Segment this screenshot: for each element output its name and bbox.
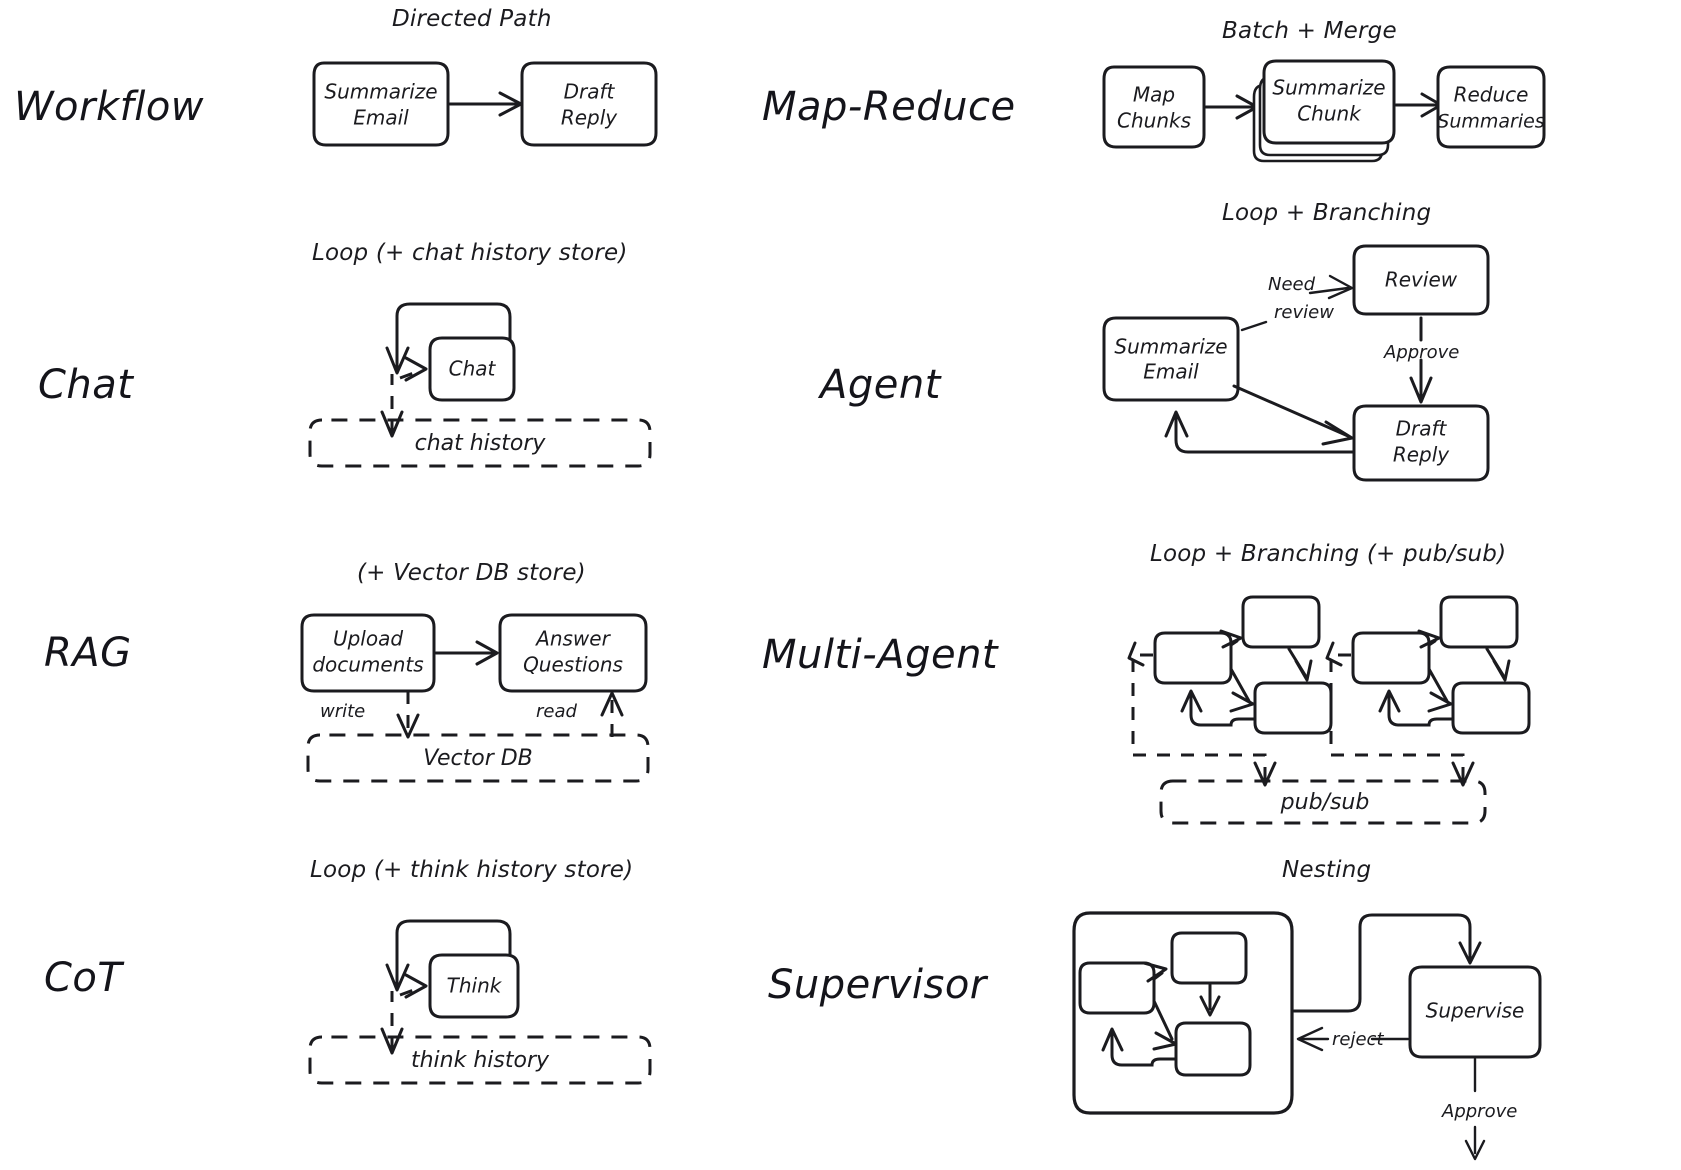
row-label-cot: CoT <box>44 955 123 1001</box>
agent-cluster-1 <box>1127 595 1333 787</box>
edge-label-reject: reject <box>1332 1029 1384 1050</box>
node-label-chat: Chat <box>449 357 497 381</box>
node-summarize-email: Summarize Email Summarize Email <box>312 61 450 147</box>
panel-agent: Review Summarize Email Draft Reply Need … <box>1098 240 1518 490</box>
caption-multi-agent: Loop + Branching (+ pub/sub) <box>1150 541 1507 567</box>
node-supervise: Supervise <box>1408 965 1542 1059</box>
caption-nesting: Nesting <box>1282 857 1372 883</box>
node-answer-questions: Answer Questions <box>498 613 648 693</box>
store-label-pub-sub: pub/sub <box>1280 790 1370 815</box>
edge-map-to-summarize <box>1204 94 1259 120</box>
panel-workflow: Summarize Email Summarize Email Draft Re… <box>300 55 680 165</box>
row-label-workflow: Workflow <box>14 84 205 130</box>
edge-chat-history-bidirectional <box>380 356 428 438</box>
edge-label-approve-supervisor: Approve <box>1441 1101 1517 1122</box>
edge-read-from-vector-db: read <box>536 691 624 737</box>
caption-chat-loop: Loop (+ chat history store) <box>312 240 628 266</box>
svg-text:Email: Email <box>1143 360 1199 384</box>
row-label-supervisor: Supervisor <box>768 962 987 1008</box>
edge-summarize-to-draft <box>1232 384 1354 446</box>
edge-upload-to-answer <box>434 640 499 666</box>
row-label-chat: Chat <box>38 362 134 408</box>
edge-label-read: read <box>536 701 578 722</box>
caption-batch-merge: Batch + Merge <box>1222 18 1397 44</box>
node-reduce-summaries: Reduce Summaries <box>1436 65 1546 149</box>
edge-label-need-review: Need <box>1268 274 1316 295</box>
caption-cot-loop: Loop (+ think history store) <box>310 857 634 883</box>
svg-text:Chunks: Chunks <box>1117 109 1191 133</box>
node-review: Review <box>1352 244 1490 316</box>
edge-review-to-draft: Approve <box>1383 316 1459 404</box>
panel-supervisor: Supervise reject Approve <box>1060 905 1550 1170</box>
panel-cot: Think think history <box>300 895 670 1095</box>
svg-text:Reply: Reply <box>1393 443 1450 467</box>
svg-text:Answer: Answer <box>534 627 611 651</box>
edge-write-to-vector-db: write <box>320 691 420 739</box>
svg-text:Draft: Draft <box>564 80 616 104</box>
edge-group-to-supervise <box>1292 913 1482 1013</box>
svg-text:Summarize: Summarize <box>1272 76 1385 100</box>
svg-text:Upload: Upload <box>333 627 403 651</box>
svg-text:Map: Map <box>1133 83 1175 107</box>
svg-text:Questions: Questions <box>523 653 623 677</box>
caption-vector-db-store: (+ Vector DB store) <box>357 560 586 586</box>
node-label-supervise: Supervise <box>1426 999 1525 1023</box>
node-think: Think <box>428 953 520 1019</box>
edge-supervise-approve: Approve <box>1441 1057 1517 1161</box>
row-label-agent: Agent <box>820 362 941 408</box>
edge-supervise-reject: reject <box>1296 1026 1410 1052</box>
store-label-think-history: think history <box>411 1048 550 1073</box>
node-upload-documents: Upload documents <box>300 613 436 693</box>
node-label-think: Think <box>447 974 503 998</box>
node-map-chunks: Map Chunks <box>1102 65 1206 149</box>
panel-multi-agent: pub/sub <box>1125 585 1531 825</box>
panel-map-reduce: Map Chunks Summarize Chunk Reduce <box>1098 55 1548 165</box>
store-think-history: think history <box>308 1035 652 1085</box>
store-pub-sub: pub/sub <box>1159 779 1487 825</box>
edge-draft-back-to-summarize <box>1164 410 1356 454</box>
svg-text:Chunk: Chunk <box>1297 102 1362 126</box>
caption-agent-loop-branching: Loop + Branching <box>1222 200 1432 226</box>
row-label-map-reduce: Map-Reduce <box>762 84 1016 130</box>
panel-rag: Upload documents Answer Questions write <box>300 605 670 795</box>
row-label-rag: RAG <box>44 630 132 676</box>
node-summarize-chunk-stack: Summarize Chunk <box>1252 59 1396 163</box>
store-label: chat history <box>415 431 547 456</box>
caption-directed-path: Directed Path <box>392 6 552 32</box>
store-vector-db: Vector DB <box>306 733 650 783</box>
store-label-vector-db: Vector DB <box>423 746 533 771</box>
svg-text:Summarize: Summarize <box>324 80 437 104</box>
panel-chat: Chat chat history <box>300 278 670 478</box>
svg-text:documents: documents <box>312 653 423 677</box>
edge-label-write: write <box>320 701 365 722</box>
svg-text:Summarize: Summarize <box>1114 335 1227 359</box>
edge-summarize-to-review: Need review <box>1240 274 1354 332</box>
svg-text:Draft: Draft <box>1396 417 1448 441</box>
agent-cluster-2 <box>1325 595 1531 787</box>
node-draft-reply: Draft Reply <box>520 61 658 147</box>
node-summarize-email-agent: Summarize Email <box>1102 316 1240 402</box>
svg-text:Reduce: Reduce <box>1454 83 1529 107</box>
store-chat-history: chat history <box>308 418 652 468</box>
edge-think-history-bidirectional <box>380 973 428 1055</box>
node-draft-reply-agent: Draft Reply <box>1352 404 1490 482</box>
row-label-multi-agent: Multi-Agent <box>762 632 999 678</box>
edge-summarize-to-draft <box>448 91 523 117</box>
edge-summarize-to-reduce <box>1394 92 1443 118</box>
node-label-review: Review <box>1385 268 1458 292</box>
svg-text:Reply: Reply <box>561 106 618 130</box>
svg-text:Summaries: Summaries <box>1437 111 1545 133</box>
node-chat: Chat <box>428 336 516 402</box>
nested-agent-group <box>1072 911 1294 1115</box>
edge-label-approve: Approve <box>1383 342 1459 363</box>
edge-label-need-review-2: review <box>1274 302 1334 323</box>
svg-text:Email: Email <box>353 106 409 130</box>
